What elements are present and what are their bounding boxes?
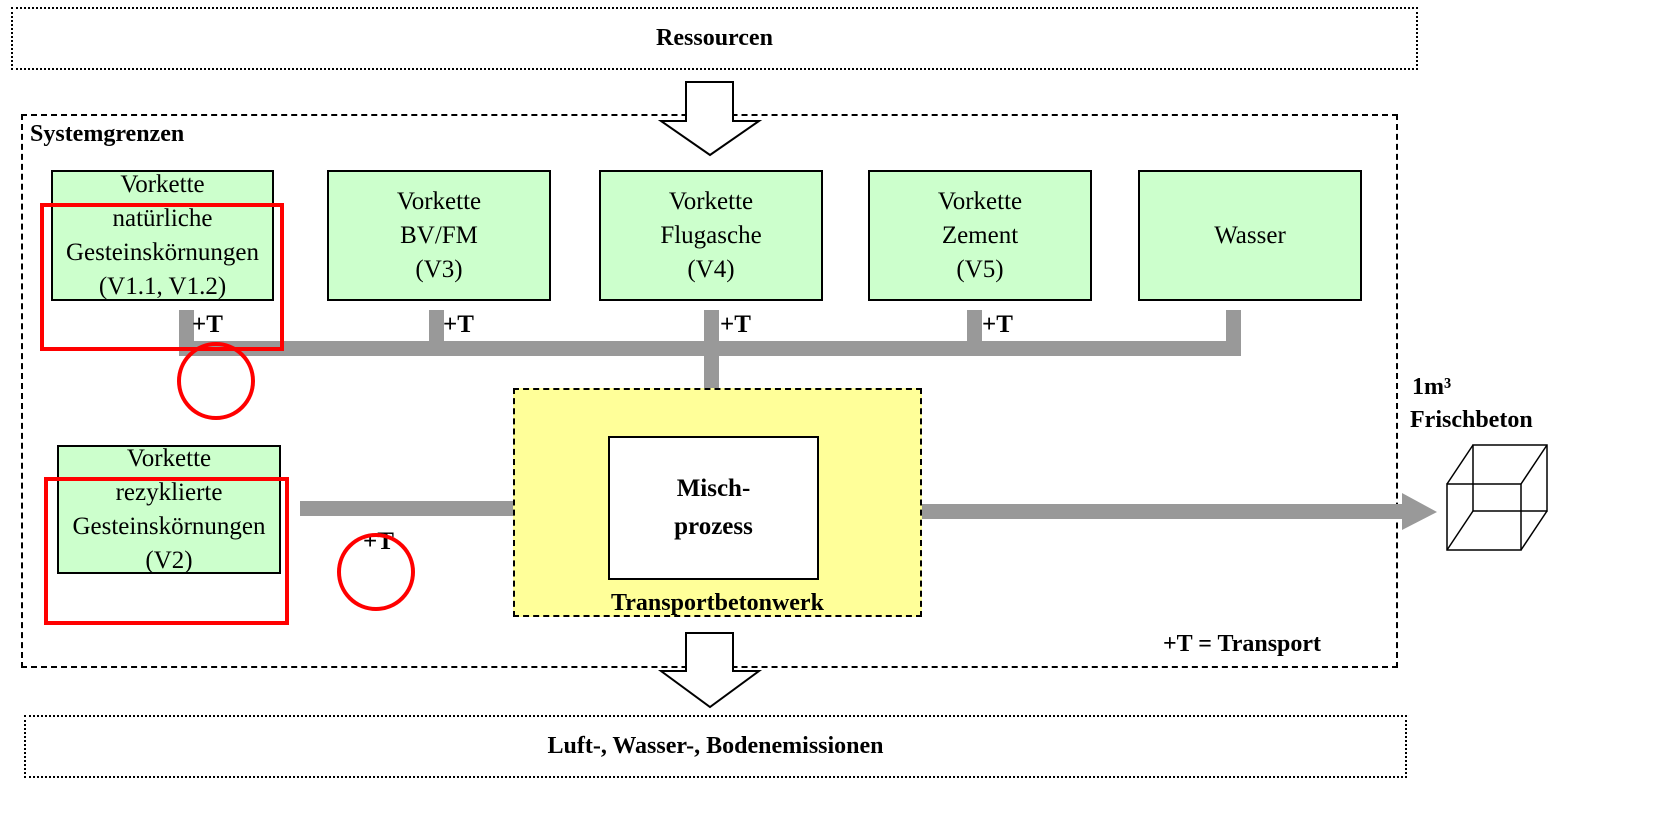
feeder-v1 xyxy=(179,310,194,356)
upstream-v1-line-2: natürliche xyxy=(112,204,213,232)
upstream-box-water: Wasser xyxy=(1138,170,1362,301)
upstream-v5-line-2: Zement xyxy=(941,221,1019,249)
resources-input-arrow xyxy=(657,81,763,157)
upstream-v1-line-1: Vorkette xyxy=(120,170,205,198)
emissions-output-arrow xyxy=(657,632,763,709)
output-arrow-head xyxy=(1402,493,1437,530)
resources-box: Ressourcen xyxy=(11,7,1418,70)
emissions-label: Luft-, Wasser-, Bodenemissionen xyxy=(547,733,884,759)
feeder-v5 xyxy=(967,310,982,356)
upstream-v5-line-3: (V5) xyxy=(956,255,1004,283)
upstream-v4-line-3: (V4) xyxy=(687,255,735,283)
transport-label-v2: +T xyxy=(363,528,394,555)
upstream-v1-line-4: (V1.1, V1.2) xyxy=(98,272,227,300)
mixing-line-2: prozess xyxy=(674,513,753,540)
concrete-cube-icon xyxy=(1446,444,1548,551)
transport-label-v4: +T xyxy=(720,311,751,338)
output-quantity: 1m³ xyxy=(1412,374,1452,400)
highlight-circle-v1 xyxy=(177,342,255,420)
upstream-v3-line-3: (V3) xyxy=(415,255,463,283)
emissions-box: Luft-, Wasser-, Bodenemissionen xyxy=(24,715,1407,778)
upstream-box-v4: Vorkette Flugasche (V4) xyxy=(599,170,823,301)
recycled-arrow-shaft xyxy=(300,501,572,516)
transport-label-v3: +T xyxy=(443,311,474,338)
recycled-line-1: Vorkette xyxy=(126,444,212,472)
upstream-v5-line-1: Vorkette xyxy=(937,187,1023,215)
output-product: Frischbeton xyxy=(1410,407,1533,433)
transport-legend: +T = Transport xyxy=(1163,631,1322,657)
upstream-box-v3: Vorkette BV/FM (V3) xyxy=(327,170,551,301)
feeder-v3 xyxy=(429,310,444,356)
resources-label: Ressourcen xyxy=(656,25,773,51)
upstream-v3-line-2: BV/FM xyxy=(400,221,478,249)
upstream-v4-line-1: Vorkette xyxy=(668,187,754,215)
upstream-box-v1: Vorkette natürliche Gesteinskörnungen (V… xyxy=(51,170,274,301)
mixing-line-1: Misch- xyxy=(676,475,751,502)
transport-label-v1: +T xyxy=(192,311,223,338)
feeder-water xyxy=(1226,310,1241,356)
output-arrow-shaft xyxy=(831,504,1404,519)
recycled-box-v2: Vorkette rezyklierte Gesteinskörnungen (… xyxy=(57,445,281,574)
plant-label: Transportbetonwerk xyxy=(611,589,824,616)
mixing-process-box: Misch- prozess xyxy=(608,436,819,580)
highlight-circle-v2 xyxy=(337,533,415,611)
upstream-v3-line-1: Vorkette xyxy=(396,187,482,215)
upstream-v1-line-3: Gesteinskörnungen xyxy=(65,238,260,266)
recycled-line-2: rezyklierte xyxy=(115,478,223,506)
recycled-line-3: Gesteinskörnungen xyxy=(72,512,266,540)
recycled-line-4: (V2) xyxy=(145,546,193,574)
upstream-v4-line-2: Flugasche xyxy=(660,221,762,249)
bus-to-mixing-shaft xyxy=(704,341,719,393)
transport-label-v5: +T xyxy=(982,311,1013,338)
upstream-box-v5: Vorkette Zement (V5) xyxy=(868,170,1092,301)
system-boundary-label: Systemgrenzen xyxy=(30,121,185,147)
highlight-rect-v1 xyxy=(40,203,284,351)
upstream-water-line-1: Wasser xyxy=(1214,221,1286,249)
highlight-rect-v2 xyxy=(44,477,289,625)
